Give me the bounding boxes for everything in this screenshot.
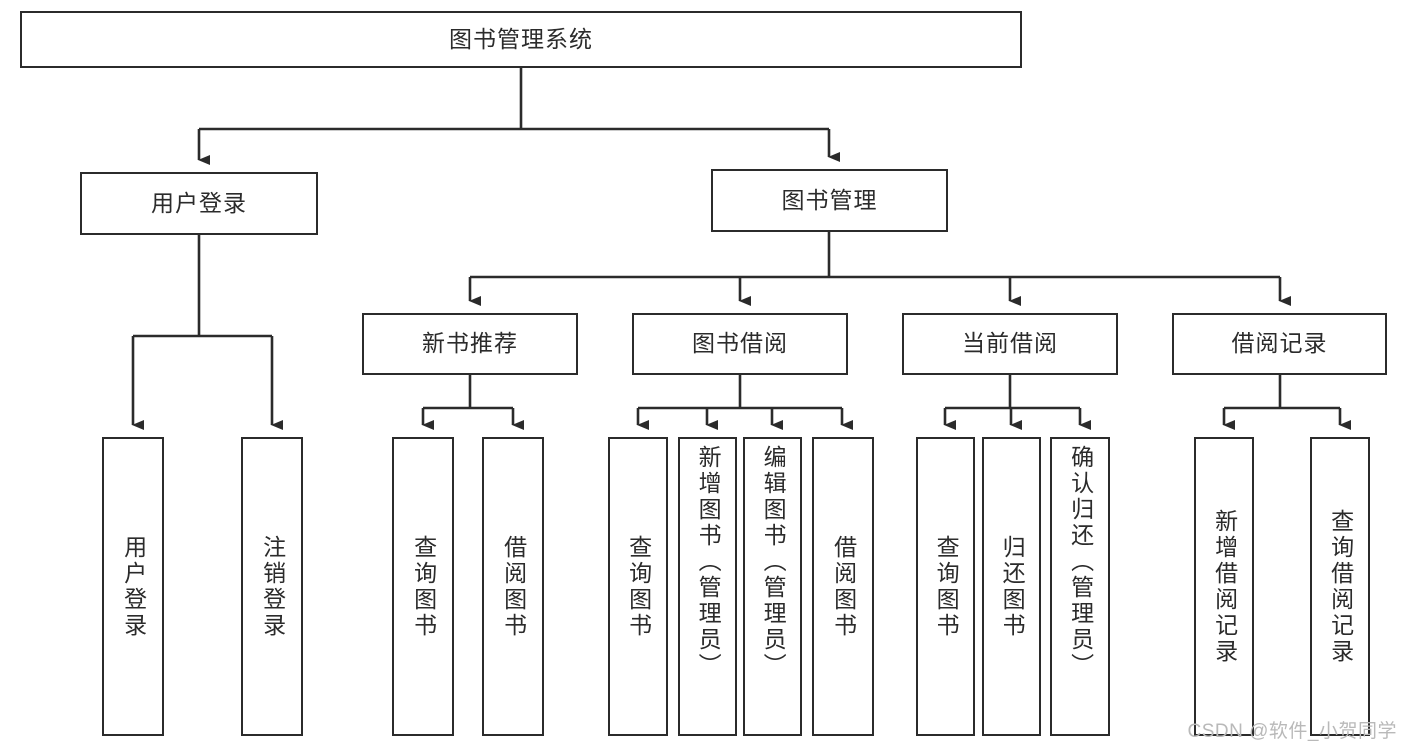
node-user-login[interactable]: 用户登录 xyxy=(80,172,318,235)
node-label: 借阅图书 xyxy=(500,534,527,639)
node-label: 查询图书 xyxy=(625,534,652,639)
node-label: 借阅记录 xyxy=(1231,330,1328,357)
node-label: 图书管理系统 xyxy=(449,25,593,52)
node-label: 查询图书 xyxy=(933,534,960,639)
node-current-borrow[interactable]: 当前借阅 xyxy=(902,313,1118,375)
node-label: 当前借阅 xyxy=(962,330,1058,357)
node-label: 确认归还（管理员） xyxy=(1067,445,1094,679)
leaf-borrow-record-add[interactable]: 新增借阅记录 xyxy=(1194,437,1254,736)
csdn-watermark: CSDN @软件_小贺同学 xyxy=(1187,721,1397,742)
node-label: 新书推荐 xyxy=(422,330,518,357)
leaf-book-borrow-query[interactable]: 查询图书 xyxy=(608,437,668,736)
node-label: 编辑图书（管理员） xyxy=(760,445,787,679)
node-label: 归还图书 xyxy=(999,534,1026,639)
node-label: 查询借阅记录 xyxy=(1327,508,1354,665)
leaf-current-borrow-confirm[interactable]: 确认归还（管理员） xyxy=(1050,437,1110,736)
node-label: 查询图书 xyxy=(410,534,437,639)
node-label: 图书借阅 xyxy=(692,330,788,357)
node-label: 借阅图书 xyxy=(830,534,857,639)
leaf-current-borrow-query[interactable]: 查询图书 xyxy=(916,437,975,736)
node-label: 图书管理 xyxy=(781,186,878,213)
leaf-user-login-signout[interactable]: 注销登录 xyxy=(241,437,303,736)
node-label: 注销登录 xyxy=(259,534,286,639)
leaf-borrow-record-query[interactable]: 查询借阅记录 xyxy=(1310,437,1370,736)
node-book-management-system[interactable]: 图书管理系统 xyxy=(20,11,1022,68)
node-borrow-record[interactable]: 借阅记录 xyxy=(1172,313,1387,375)
leaf-book-borrow-add[interactable]: 新增图书（管理员） xyxy=(678,437,737,736)
leaf-new-book-borrow[interactable]: 借阅图书 xyxy=(482,437,544,736)
node-label: 用户登录 xyxy=(151,189,247,216)
leaf-current-borrow-return[interactable]: 归还图书 xyxy=(982,437,1041,736)
node-label: 新增借阅记录 xyxy=(1211,508,1238,665)
node-book-borrow[interactable]: 图书借阅 xyxy=(632,313,848,375)
leaf-new-book-query[interactable]: 查询图书 xyxy=(392,437,454,736)
leaf-book-borrow-edit[interactable]: 编辑图书（管理员） xyxy=(743,437,802,736)
leaf-book-borrow-lend[interactable]: 借阅图书 xyxy=(812,437,874,736)
node-new-book-recommend[interactable]: 新书推荐 xyxy=(362,313,578,375)
node-book-management[interactable]: 图书管理 xyxy=(711,169,948,232)
node-label: 用户登录 xyxy=(120,534,147,639)
leaf-user-login-signin[interactable]: 用户登录 xyxy=(102,437,164,736)
node-label: 新增图书（管理员） xyxy=(695,445,722,679)
